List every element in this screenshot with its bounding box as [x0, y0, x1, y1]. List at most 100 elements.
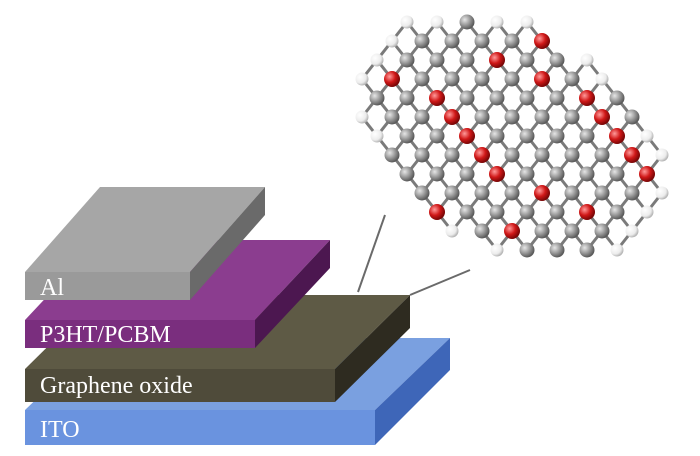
carbon-atom: [474, 109, 490, 125]
carbon-atom: [384, 147, 400, 163]
layer-al: Al: [25, 187, 265, 301]
layer-p3ht-pcbm-label: P3HT/PCBM: [40, 322, 171, 348]
carbon-atom: [489, 204, 505, 220]
carbon-atom: [534, 223, 550, 239]
oxygen-atom: [459, 128, 475, 144]
layer-al-front-face: [25, 272, 190, 300]
carbon-atom: [429, 52, 445, 68]
layer-graphene-oxide-front-face: [25, 369, 335, 402]
carbon-atom: [474, 33, 490, 49]
carbon-atom: [459, 90, 475, 106]
hydrogen-atom: [370, 129, 384, 143]
carbon-atom: [384, 109, 400, 125]
carbon-atom: [504, 147, 520, 163]
carbon-atom: [399, 128, 415, 144]
carbon-atom: [534, 109, 550, 125]
carbon-atom: [579, 242, 595, 258]
hydrogen-atom: [520, 15, 534, 29]
carbon-atom: [609, 90, 625, 106]
layer-al-top-face: [25, 187, 265, 272]
carbon-atom: [414, 109, 430, 125]
carbon-atom: [564, 185, 580, 201]
carbon-atom: [519, 90, 535, 106]
hydrogen-atom: [445, 224, 459, 238]
hydrogen-atom: [355, 110, 369, 124]
graphene-oxide-molecule: [355, 14, 669, 258]
hydrogen-atom: [400, 15, 414, 29]
oxygen-atom: [384, 71, 400, 87]
carbon-atom: [609, 204, 625, 220]
oxygen-atom: [489, 166, 505, 182]
carbon-atom: [549, 90, 565, 106]
hydrogen-atom: [595, 72, 609, 86]
carbon-atom: [594, 185, 610, 201]
carbon-atom: [429, 128, 445, 144]
zoom-callout-lines: [357, 214, 471, 296]
carbon-atom: [459, 204, 475, 220]
layer-ito-front-face: [25, 410, 375, 445]
carbon-atom: [414, 185, 430, 201]
carbon-atom: [429, 166, 445, 182]
carbon-atom: [534, 147, 550, 163]
carbon-atom: [564, 147, 580, 163]
carbon-atom: [399, 90, 415, 106]
hydrogen-atom: [655, 148, 669, 162]
carbon-atom: [504, 109, 520, 125]
oxygen-atom: [579, 204, 595, 220]
layer-al-side-face: [190, 187, 265, 300]
carbon-atom: [444, 33, 460, 49]
carbon-atom: [474, 185, 490, 201]
carbon-atom: [504, 71, 520, 87]
layer-p3ht-pcbm-side-face: [255, 240, 330, 348]
carbon-atom: [579, 166, 595, 182]
oxygen-atom: [474, 147, 490, 163]
carbon-atom: [549, 166, 565, 182]
carbon-atom: [474, 71, 490, 87]
oxygen-atom: [504, 223, 520, 239]
zoom-line-left: [357, 214, 386, 293]
carbon-atom: [414, 71, 430, 87]
carbon-atom: [549, 204, 565, 220]
carbon-atom: [564, 109, 580, 125]
hydrogen-atom: [640, 205, 654, 219]
hydrogen-atom: [625, 224, 639, 238]
carbon-atom: [444, 185, 460, 201]
carbon-atom: [459, 14, 475, 30]
oxygen-atom: [489, 52, 505, 68]
carbon-atom: [564, 71, 580, 87]
carbon-atom: [399, 52, 415, 68]
hydrogen-atom: [655, 186, 669, 200]
hydrogen-atom: [490, 243, 504, 257]
carbon-atom: [519, 204, 535, 220]
oxygen-atom: [429, 204, 445, 220]
carbon-atom: [489, 90, 505, 106]
oxygen-atom: [609, 128, 625, 144]
carbon-atom: [549, 128, 565, 144]
carbon-atom: [369, 90, 385, 106]
layer-ito-label: ITO: [40, 417, 80, 443]
hydrogen-atom: [385, 34, 399, 48]
carbon-atom: [414, 33, 430, 49]
carbon-atom: [624, 185, 640, 201]
layer-al-label: Al: [40, 275, 64, 301]
hydrogen-atom: [370, 53, 384, 67]
carbon-atom: [459, 166, 475, 182]
carbon-atom: [444, 71, 460, 87]
carbon-atom: [564, 223, 580, 239]
carbon-atom: [504, 33, 520, 49]
carbon-atom: [444, 147, 460, 163]
carbon-atom: [399, 166, 415, 182]
carbon-atom: [489, 128, 505, 144]
carbon-atom: [504, 185, 520, 201]
oxygen-atom: [579, 90, 595, 106]
carbon-atom: [519, 242, 535, 258]
hydrogen-atom: [580, 53, 594, 67]
hydrogen-atom: [610, 243, 624, 257]
carbon-atom: [594, 223, 610, 239]
carbon-atom: [594, 147, 610, 163]
oxygen-atom: [534, 33, 550, 49]
carbon-atom: [519, 52, 535, 68]
oxygen-atom: [534, 185, 550, 201]
oxygen-atom: [639, 166, 655, 182]
